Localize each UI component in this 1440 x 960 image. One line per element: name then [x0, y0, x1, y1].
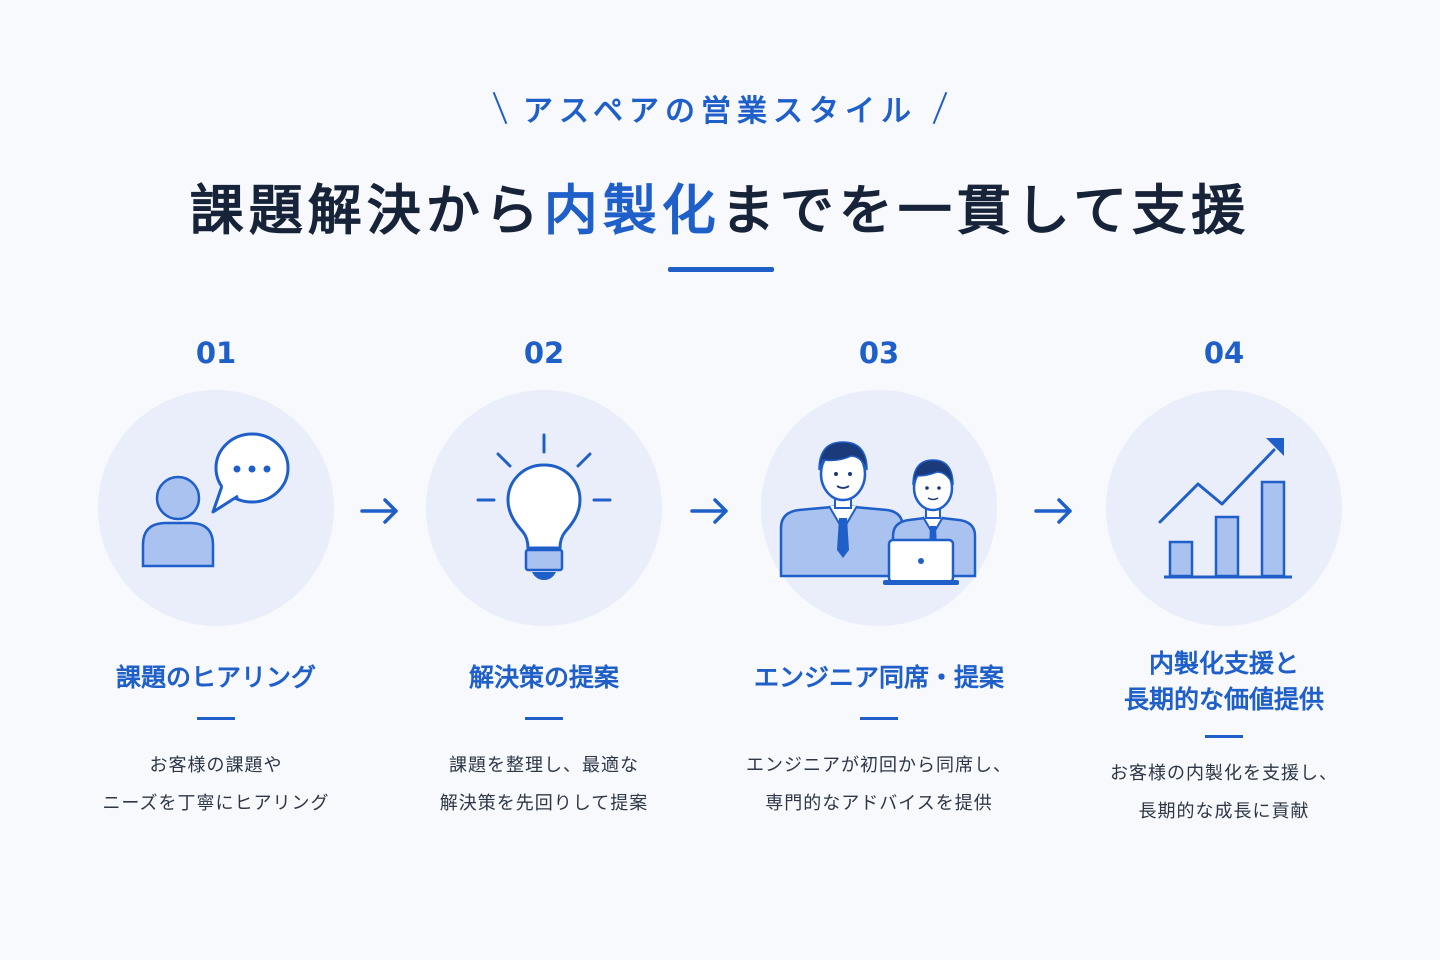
step-title-underline: [1205, 735, 1243, 738]
step-03: 03: [729, 0, 1029, 960]
step-icon-circle: [426, 390, 662, 626]
step-desc-line2: ニーズを丁寧にヒアリング: [102, 793, 330, 814]
step-desc-line1: エンジニアが初回から同席し、: [746, 755, 1012, 776]
title-underline: [668, 267, 774, 272]
step-number: 04: [1203, 336, 1245, 370]
growth-chart-icon: [1158, 438, 1292, 579]
step-title-line1: 課題のヒアリング: [115, 663, 316, 692]
section-eyebrow: アスペアの営業スタイル: [0, 86, 1440, 130]
step-title: 解決策の提案: [394, 660, 694, 696]
step-title-underline: [860, 717, 898, 720]
step-title-line1: 内製化支援と: [1148, 649, 1299, 678]
step-title-underline: [525, 717, 563, 720]
step-title-underline: [197, 717, 235, 720]
step-icon-circle: [761, 390, 997, 626]
engineers-laptop-icon: [779, 441, 977, 585]
step-number: 03: [858, 336, 900, 370]
step-title: 課題のヒアリング: [66, 660, 366, 696]
step-description: エンジニアが初回から同席し、 専門的なアドバイスを提供: [729, 747, 1029, 823]
step-description: 課題を整理し、最適な 解決策を先回りして提案: [394, 747, 694, 823]
step-desc-line1: お客様の課題や: [149, 755, 283, 776]
step-description: お客様の内製化を支援し、 長期的な成長に貢献: [1074, 755, 1374, 831]
headline-pre: 課題解決から: [189, 179, 544, 242]
arrow-right-icon: [1034, 498, 1072, 524]
step-desc-line2: 長期的な成長に貢献: [1138, 801, 1310, 822]
step-title: エンジニア同席・提案: [729, 660, 1029, 696]
page-title: 課題解決から内製化までを一貫して支援: [0, 166, 1440, 245]
step-number: 02: [523, 336, 565, 370]
step-desc-line2: 解決策を先回りして提案: [439, 793, 649, 814]
step-number: 01: [195, 336, 237, 370]
step-title: 内製化支援と 長期的な価値提供: [1074, 646, 1374, 718]
lightbulb-icon: [476, 433, 612, 580]
step-icon-circle: [98, 390, 334, 626]
step-desc-line1: 課題を整理し、最適な: [449, 755, 639, 776]
eyebrow-text: アスペアの営業スタイル: [523, 94, 917, 129]
headline-accent: 内製化: [543, 179, 721, 242]
step-title-line2: 長期的な価値提供: [1123, 685, 1324, 714]
step-title-line1: エンジニア同席・提案: [753, 663, 1004, 692]
step-description: お客様の課題や ニーズを丁寧にヒアリング: [66, 747, 366, 823]
step-02: 02 解決策の提案 課題を整理し、最適な 解決策を先回りして提案: [394, 0, 694, 960]
arrow-right-icon: [360, 498, 398, 524]
step-icon-circle: [1106, 390, 1342, 626]
headline-post: までを一貫して支援: [720, 179, 1251, 242]
step-title-line1: 解決策の提案: [468, 663, 619, 692]
arrow-right-icon: [690, 498, 728, 524]
step-desc-line2: 専門的なアドバイスを提供: [765, 793, 993, 814]
user-speech-bubble-icon: [141, 432, 290, 568]
step-desc-line1: お客様の内製化を支援し、: [1110, 763, 1338, 784]
step-01: 01 課題のヒアリング お客様の課題や ニーズを丁寧にヒアリング: [66, 0, 366, 960]
step-04: 04 内製化支援と 長期的な価値提供 お客様の内製化を支援し、 長期的な成長に貢…: [1074, 0, 1374, 960]
